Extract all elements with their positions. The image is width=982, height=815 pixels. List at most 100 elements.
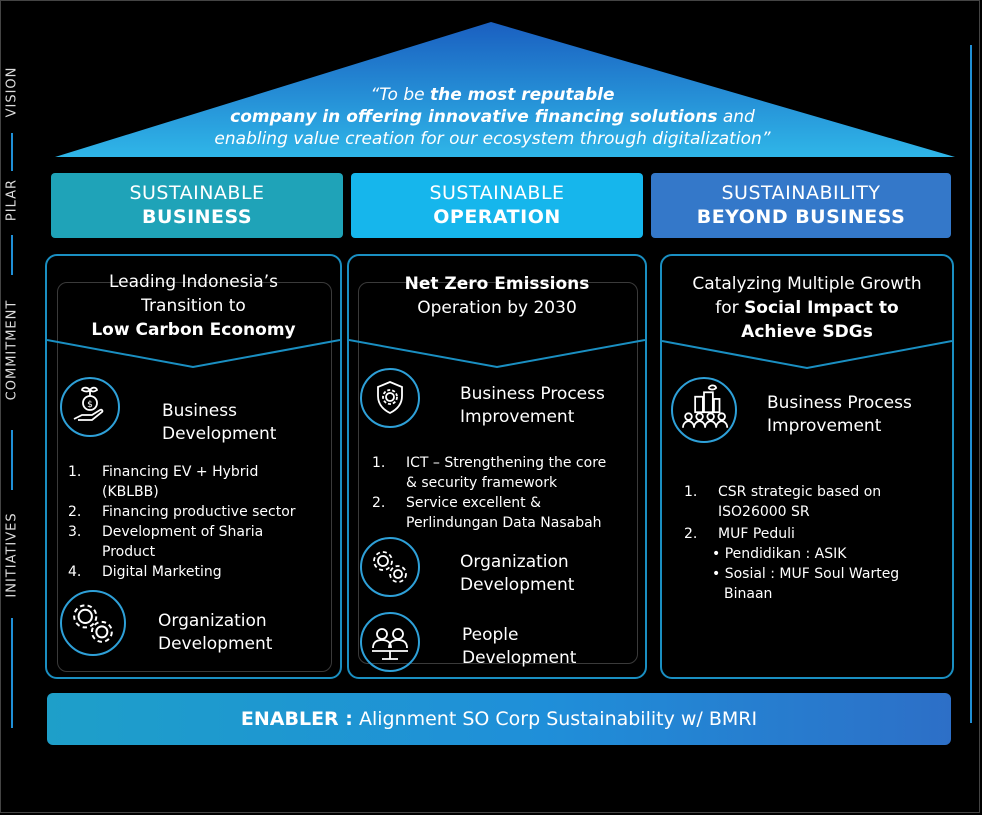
commitment-beyond-business: Catalyzing Multiple Growth for Social Im… — [662, 272, 952, 344]
side-divider — [11, 235, 13, 275]
initiative-list-beyond-business: 1. CSR strategic based on ISO26000 SR 2.M… — [684, 482, 949, 604]
gears-icon — [360, 537, 420, 597]
initiative-label: Business Process — [767, 393, 912, 413]
pillar-title: SUSTAINABLE — [129, 182, 265, 204]
initiative-organization-development: Organization Development — [158, 610, 272, 656]
shield-gear-icon — [360, 368, 420, 428]
list-text: Financing EV + Hybrid — [102, 464, 259, 480]
initiative-label: Improvement — [767, 416, 882, 436]
list-item: Perlindungan Data Nasabah — [372, 513, 644, 533]
enabler-bar: ENABLER : Alignment SO Corp Sustainabili… — [47, 693, 951, 745]
list-text: ISO26000 SR — [718, 504, 810, 520]
vision-roof — [55, 22, 955, 157]
enabler-label: ENABLER : — [240, 708, 353, 730]
list-number: 2. — [372, 495, 386, 511]
pillar-subtitle: OPERATION — [433, 206, 561, 228]
list-text: Development of Sharia — [102, 524, 264, 540]
community-building-icon — [671, 377, 737, 443]
list-text: Digital Marketing — [102, 564, 222, 580]
vision-bold-text: the most reputable — [430, 85, 615, 105]
list-item: 1.ICT – Strengthening the core — [372, 453, 644, 473]
commitment-line: Social Impact to — [744, 298, 899, 318]
commitment-line: Leading Indonesia’s — [108, 272, 278, 292]
initiative-label: Development — [158, 634, 273, 654]
list-text: Product — [102, 544, 156, 560]
list-number: 1. — [684, 484, 698, 500]
initiative-business-process-improvement: Business Process Improvement — [460, 383, 605, 429]
side-axis: VISION PILAR COMMITMENT INITIATIVES — [0, 40, 24, 730]
list-item: 2.MUF Peduli — [684, 524, 949, 544]
list-item: Product — [68, 542, 338, 562]
list-number — [684, 502, 718, 522]
list-number: 3. — [68, 524, 82, 540]
commitment-operation: Net Zero Emissions Operation by 2030 — [349, 272, 645, 320]
initiative-label: Development — [162, 424, 277, 444]
vision-text: enabling value creation for our ecosyste… — [214, 129, 771, 149]
list-number: 2. — [684, 526, 698, 542]
list-text: Service excellent & — [406, 495, 542, 511]
vision-bold-text: company in offering innovative financing… — [230, 107, 718, 127]
column-business — [45, 254, 342, 679]
list-item: 2.Financing productive sector — [68, 502, 338, 522]
initiative-label: People — [462, 625, 519, 645]
pillar-subtitle: BEYOND BUSINESS — [696, 206, 906, 228]
vision-text: and — [717, 107, 755, 127]
list-text: CSR strategic based on — [718, 484, 882, 500]
bullet-item: • Sosial : MUF Soul Warteg — [712, 566, 900, 582]
list-item: 4.Digital Marketing — [68, 562, 338, 582]
list-number — [68, 542, 102, 562]
list-text: ICT – Strengthening the core — [406, 455, 607, 471]
list-text: & security framework — [406, 475, 558, 491]
initiative-label: Organization — [460, 552, 569, 572]
money-plant-hand-icon: $ — [60, 377, 120, 437]
pillar-beyond-business: SUSTAINABILITY BEYOND BUSINESS — [651, 173, 951, 238]
vision-text: “To be — [370, 85, 430, 105]
vision-statement: “To be the most reputable company in off… — [160, 84, 825, 150]
side-divider — [11, 618, 13, 728]
initiative-label: Business Process — [460, 384, 605, 404]
initiative-label: Development — [462, 648, 577, 668]
enabler-text: Alignment SO Corp Sustainability w/ BMRI — [352, 708, 758, 730]
bullet-item: • Pendidikan : ASIK — [712, 546, 847, 562]
initiative-list-business: 1.Financing EV + Hybrid (KBLBB) 2.Financ… — [68, 462, 338, 582]
initiative-business-process-improvement: Business Process Improvement — [767, 392, 912, 438]
pillar-sustainable-business: SUSTAINABLE BUSINESS — [51, 173, 343, 238]
column-operation — [347, 254, 647, 679]
commitment-business: Leading Indonesia’s Transition to Low Ca… — [47, 270, 340, 342]
list-number — [372, 513, 406, 533]
pillar-subtitle: BUSINESS — [141, 206, 253, 228]
side-label-commitment: COMMITMENT — [4, 299, 20, 401]
initiative-label: Business — [162, 401, 237, 421]
right-border-line — [970, 45, 972, 723]
side-divider — [11, 430, 13, 490]
commitment-line: Achieve SDGs — [741, 322, 873, 342]
inner-panel — [57, 282, 332, 672]
commitment-line: Net Zero Emissions — [404, 274, 590, 294]
list-item: 1.Financing EV + Hybrid — [68, 462, 338, 482]
chevron-divider — [662, 340, 952, 370]
chevron-divider — [349, 339, 645, 369]
bullet-item: Binaan — [724, 586, 773, 602]
commitment-line: for — [715, 298, 745, 318]
initiative-list-operation: 1.ICT – Strengthening the core & securit… — [372, 453, 644, 533]
initiative-people-development: People Development — [462, 624, 576, 670]
list-number — [68, 482, 102, 502]
initiative-organization-development: Organization Development — [460, 551, 574, 597]
initiative-label: Improvement — [460, 407, 575, 427]
initiative-label: Development — [460, 575, 575, 595]
commitment-line: Operation by 2030 — [417, 298, 577, 318]
list-item: 1. CSR strategic based on — [684, 482, 949, 502]
pillar-sustainable-operation: SUSTAINABLE OPERATION — [351, 173, 643, 238]
list-number: 2. — [68, 504, 82, 520]
list-text: (KBLBB) — [102, 484, 159, 500]
commitment-line: Low Carbon Economy — [91, 320, 296, 340]
commitment-line: Transition to — [141, 296, 246, 316]
list-item: (KBLBB) — [68, 482, 338, 502]
initiative-label: Organization — [158, 611, 267, 631]
pillar-title: SUSTAINABLE — [429, 182, 565, 204]
commitment-line: Catalyzing Multiple Growth — [692, 274, 922, 294]
list-text: Perlindungan Data Nasabah — [406, 515, 602, 531]
list-number — [372, 473, 406, 493]
people-icon — [360, 612, 420, 672]
